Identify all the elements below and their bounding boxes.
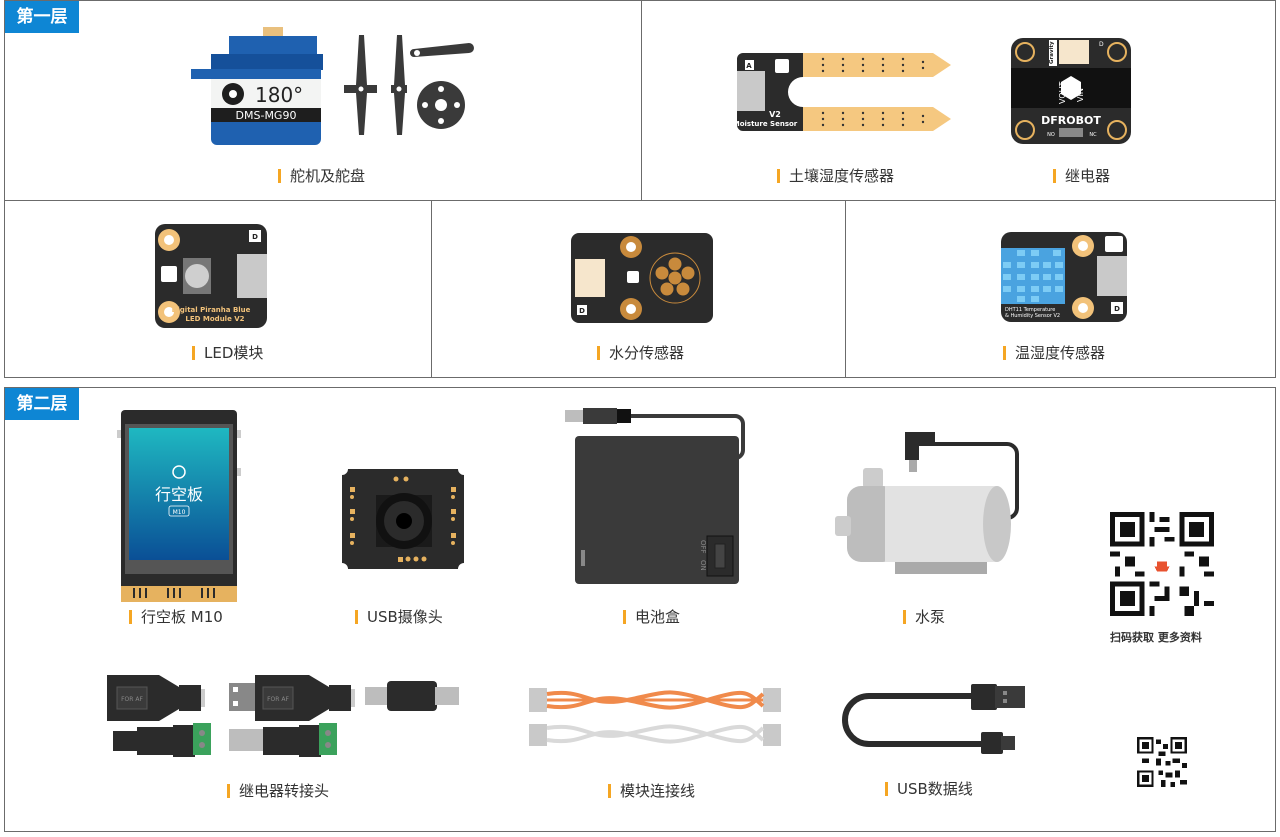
- svg-text:NO: NO: [1047, 132, 1055, 138]
- svg-text:FOR AF: FOR AF: [267, 696, 289, 703]
- svg-text:V2: V2: [769, 110, 781, 119]
- svg-text:NC: NC: [1089, 132, 1097, 138]
- relay-adapters-image: FOR AF FOR AF: [105, 673, 465, 763]
- item-label-m10: 行空板 M10: [129, 606, 223, 627]
- item-label-relay: 继电器: [1053, 165, 1110, 186]
- svg-text:Digital Piranha Blue: Digital Piranha Blue: [172, 306, 251, 314]
- cell-servo: [5, 1, 642, 201]
- svg-text:D: D: [1099, 41, 1104, 48]
- svg-text:LED Module V2: LED Module V2: [185, 315, 244, 323]
- led-module-image: D Digital Piranha Blue LED Module V2: [155, 224, 267, 328]
- item-label-water-sensor: 水分传感器: [597, 342, 684, 363]
- layer-2-panel: 第二层 行空板 M10 行空板 M10: [4, 387, 1276, 832]
- item-label-servo: 舵机及舵盘: [278, 165, 365, 186]
- item-label-usb-camera: USB摄像头: [355, 606, 443, 627]
- usb-camera-image: [342, 469, 464, 569]
- svg-text:Gravity: Gravity: [1049, 41, 1055, 64]
- layer-1-badge: 第一层: [5, 1, 79, 33]
- water-sensor-image: D: [571, 233, 713, 323]
- item-label-usb-cable: USB数据线: [885, 778, 973, 799]
- item-label-led-module: LED模块: [192, 342, 263, 363]
- svg-text:D: D: [1114, 305, 1120, 313]
- item-label-soil-moisture: 土壤湿度传感器: [777, 165, 894, 186]
- servo-angle-text: 180°: [255, 83, 303, 107]
- servo-image: 180° DMS-MG90: [189, 25, 479, 147]
- svg-text:D: D: [579, 307, 585, 315]
- unihiker-m10-image: 行空板 M10: [117, 410, 243, 602]
- layer-1-panel: 第一层 180° DMS-MG90: [4, 0, 1276, 378]
- item-label-battery-box: 电池盒: [623, 606, 680, 627]
- svg-text:DFROBOT: DFROBOT: [1041, 114, 1101, 127]
- svg-text:D: D: [252, 233, 258, 241]
- svg-text:& Humidity Sensor V2: & Humidity Sensor V2: [1005, 313, 1060, 319]
- water-pump-image: [835, 430, 1035, 590]
- soil-moisture-sensor-image: A V2 Moisture Sensor: [735, 53, 957, 131]
- qr-code-small[interactable]: [1137, 737, 1187, 787]
- relay-image: Gravity D VOUT VIN DFROBOT NO NC: [1011, 38, 1131, 144]
- usb-cable-image: [839, 680, 1029, 756]
- svg-text:VIN: VIN: [1076, 88, 1085, 102]
- svg-text:DHT11 Temperature: DHT11 Temperature: [1005, 307, 1055, 313]
- item-label-water-pump: 水泵: [903, 606, 945, 627]
- svg-text:OFF: OFF: [699, 540, 707, 554]
- svg-text:ON: ON: [699, 560, 707, 571]
- svg-text:Moisture Sensor: Moisture Sensor: [735, 120, 798, 128]
- servo-model-text: DMS-MG90: [236, 109, 297, 122]
- item-label-relay-adapters: 继电器转接头: [227, 780, 329, 801]
- battery-box-image: OFF ON: [563, 406, 753, 586]
- cell-soil-relay: [642, 1, 1276, 201]
- item-label-dht11: 温湿度传感器: [1003, 342, 1105, 363]
- item-label-module-cables: 模块连接线: [608, 780, 695, 801]
- layer-2-badge: 第二层: [5, 388, 79, 420]
- qr-caption: 扫码获取 更多资料: [1110, 631, 1202, 644]
- cell-water: [432, 201, 846, 378]
- svg-text:A: A: [746, 62, 752, 70]
- cell-led: [5, 201, 432, 378]
- module-cables-image: [527, 684, 783, 750]
- svg-text:M10: M10: [173, 509, 186, 516]
- svg-text:FOR AF: FOR AF: [121, 696, 143, 703]
- dht11-sensor-image: D DHT11 Temperature & Humidity Sensor V2: [1001, 232, 1127, 322]
- m10-screen-title: 行空板: [155, 485, 203, 504]
- qr-code-large[interactable]: [1110, 512, 1214, 616]
